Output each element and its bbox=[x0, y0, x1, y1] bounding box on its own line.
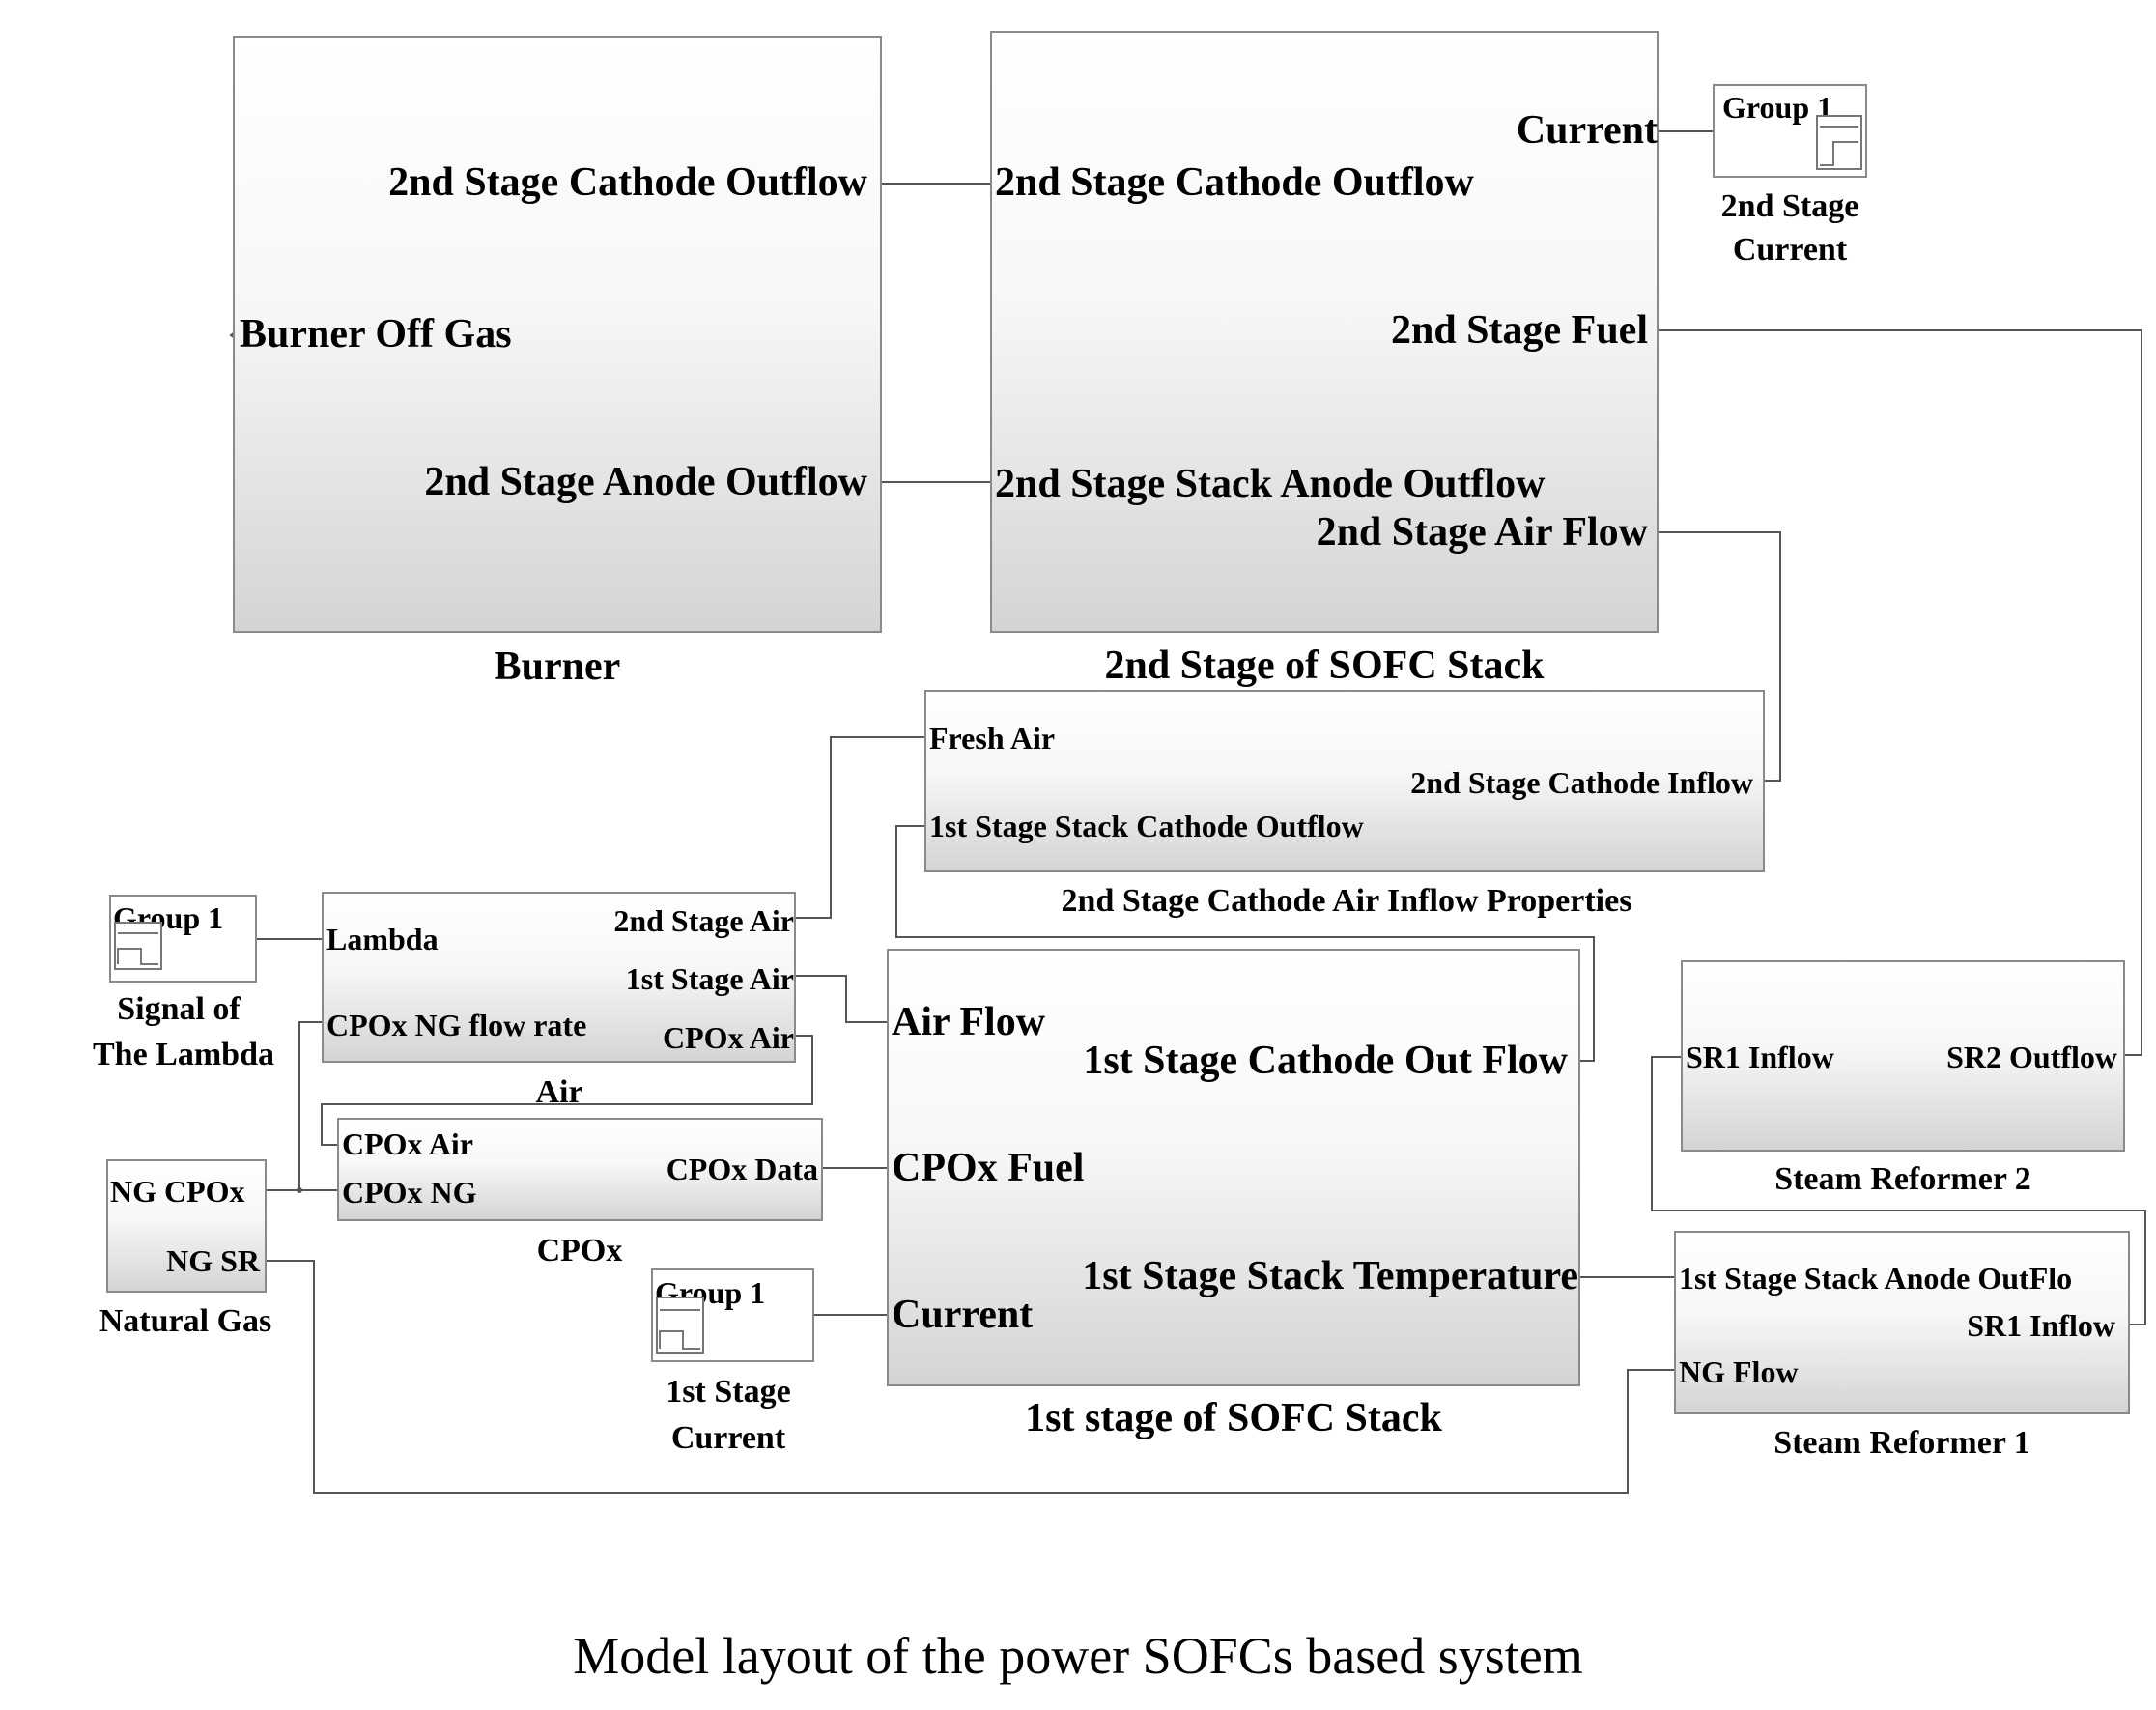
air-port-2nd-stage-air: 2nd Stage Air bbox=[613, 903, 794, 938]
burner-port-off-gas: Burner Off Gas bbox=[240, 312, 512, 356]
wire-1st-stage-air bbox=[796, 975, 887, 1023]
air-port-cpox-air: CPOx Air bbox=[663, 1020, 794, 1055]
natural-gas-port-ng-cpox: NG CPOx bbox=[110, 1174, 245, 1209]
sr1-port-inflow: SR1 Inflow bbox=[1967, 1308, 2115, 1343]
stack2-port-anode-outflow: 2nd Stage Stack Anode Outflow bbox=[995, 462, 1546, 506]
step-signal-icon bbox=[656, 1297, 704, 1354]
cpox-block[interactable] bbox=[337, 1118, 823, 1221]
cpox-port-cpox-data: CPOx Data bbox=[666, 1152, 818, 1186]
group-2nd-stage-current-caption-1: 2nd Stage bbox=[1720, 188, 1859, 224]
stack1-port-air-flow: Air Flow bbox=[892, 1000, 1046, 1044]
stack2-caption: 2nd Stage of SOFC Stack bbox=[1104, 643, 1545, 688]
group-2nd-stage-current-label: Group 1 bbox=[1722, 90, 1833, 125]
stack2-block[interactable] bbox=[990, 31, 1659, 633]
cathode-inflow-port-stack-cathode-outflow: 1st Stage Stack Cathode Outflow bbox=[929, 809, 1364, 843]
cpox-caption: CPOx bbox=[536, 1233, 623, 1268]
steam-reformer-1-block[interactable] bbox=[1674, 1231, 2130, 1414]
air-caption: Air bbox=[535, 1074, 583, 1110]
burner-port-anode-outflow: 2nd Stage Anode Outflow bbox=[424, 460, 867, 504]
cathode-inflow-caption: 2nd Stage Cathode Air Inflow Properties bbox=[1061, 883, 1632, 919]
stack2-port-fuel: 2nd Stage Fuel bbox=[1390, 308, 1648, 353]
cpox-port-cpox-air: CPOx Air bbox=[342, 1126, 473, 1161]
air-port-cpox-ng-flow-rate: CPOx NG flow rate bbox=[326, 1008, 587, 1042]
stack1-port-temperature: 1st Stage Stack Temperature bbox=[1082, 1254, 1578, 1298]
cpox-port-cpox-ng: CPOx NG bbox=[342, 1175, 477, 1210]
burner-block[interactable] bbox=[233, 36, 882, 633]
steam-reformer-2-block[interactable] bbox=[1681, 960, 2125, 1152]
stack1-port-cathode-outflow: 1st Stage Cathode Out Flow bbox=[1083, 1039, 1568, 1083]
sr1-port-ng-flow: NG Flow bbox=[1679, 1354, 1799, 1389]
stack1-port-current: Current bbox=[892, 1293, 1034, 1337]
sr1-caption: Steam Reformer 1 bbox=[1773, 1425, 2030, 1461]
wire-fresh-air bbox=[796, 736, 924, 919]
stack1-caption: 1st stage of SOFC Stack bbox=[1025, 1396, 1442, 1440]
sr2-port-outflow: SR2 Outflow bbox=[1946, 1040, 2117, 1074]
stack1-port-cpox-fuel: CPOx Fuel bbox=[892, 1146, 1085, 1190]
cathode-inflow-port-fresh-air: Fresh Air bbox=[929, 721, 1056, 755]
step-signal-icon bbox=[114, 922, 162, 970]
cathode-inflow-port-cathode-inflow: 2nd Stage Cathode Inflow bbox=[1410, 765, 1753, 800]
air-block[interactable] bbox=[322, 892, 796, 1063]
cathode-inflow-block[interactable] bbox=[924, 690, 1765, 872]
natural-gas-block[interactable] bbox=[106, 1159, 267, 1293]
sr1-port-anode-outflow: 1st Stage Stack Anode OutFlo bbox=[1679, 1261, 2073, 1296]
figure-caption: Model layout of the power SOFCs based sy… bbox=[573, 1627, 1583, 1685]
group-1st-stage-current-caption-1: 1st Stage bbox=[666, 1374, 791, 1410]
natural-gas-caption: Natural Gas bbox=[99, 1303, 272, 1339]
step-signal-icon bbox=[1816, 115, 1862, 170]
stack2-port-current: Current bbox=[1516, 108, 1658, 153]
stack1-block[interactable] bbox=[887, 949, 1580, 1386]
natural-gas-port-ng-sr: NG SR bbox=[166, 1243, 260, 1278]
stack2-port-air-flow: 2nd Stage Air Flow bbox=[1316, 510, 1648, 555]
air-port-1st-stage-air: 1st Stage Air bbox=[625, 961, 794, 996]
group-2nd-stage-current-caption-2: Current bbox=[1732, 232, 1848, 268]
burner-caption: Burner bbox=[494, 644, 621, 689]
burner-port-cathode-outflow: 2nd Stage Cathode Outflow bbox=[388, 160, 867, 205]
air-port-lambda: Lambda bbox=[326, 922, 439, 956]
sr2-port-inflow: SR1 Inflow bbox=[1686, 1040, 1834, 1074]
group-lambda-caption-2: The Lambda bbox=[93, 1037, 274, 1072]
sr2-caption: Steam Reformer 2 bbox=[1774, 1161, 2031, 1197]
group-lambda-caption-1: Signal of bbox=[117, 991, 241, 1027]
wire-junction bbox=[297, 1187, 302, 1193]
stack2-port-cathode-outflow: 2nd Stage Cathode Outflow bbox=[995, 160, 1474, 205]
group-1st-stage-current-caption-2: Current bbox=[670, 1420, 786, 1456]
